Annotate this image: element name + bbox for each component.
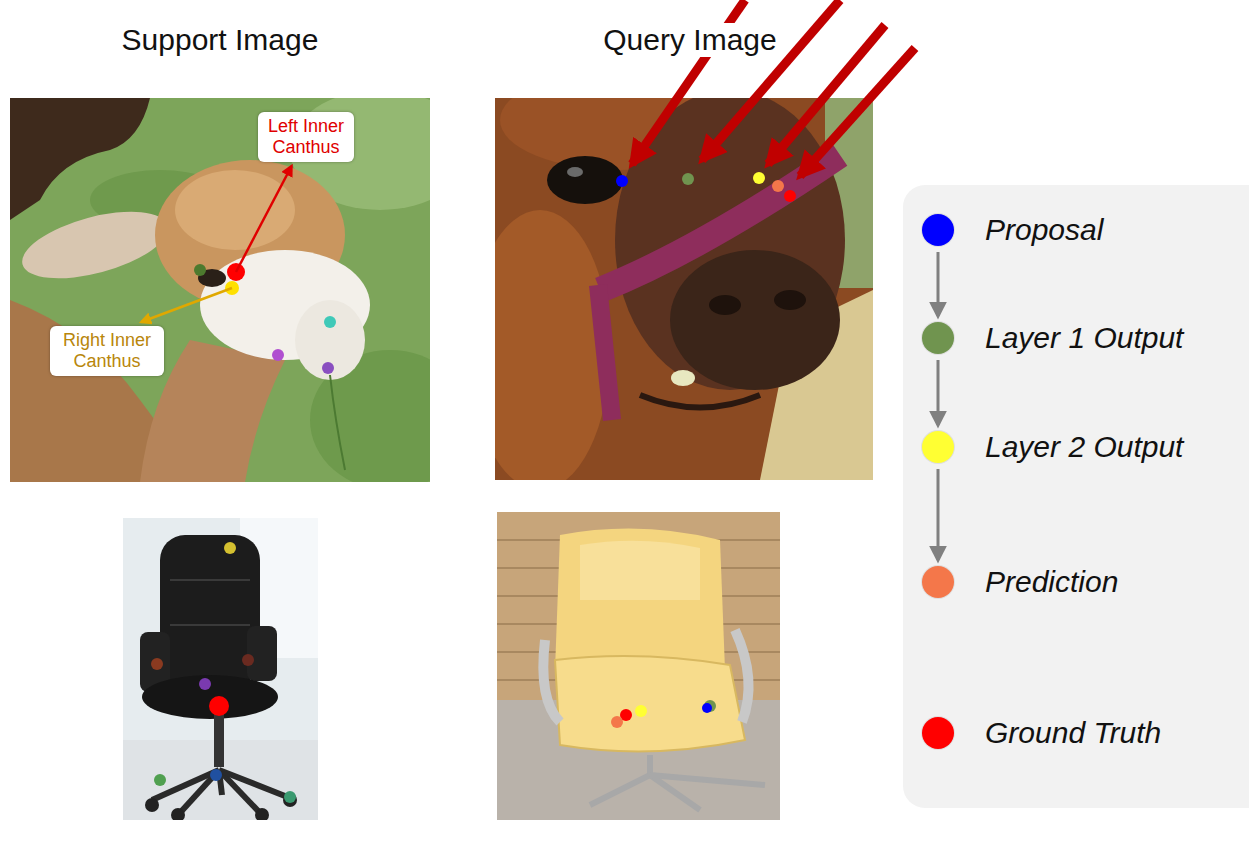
support-alpaca-photo-part (310, 350, 430, 482)
query-chair-photo-part (611, 716, 623, 728)
query-alpaca-photo-part (784, 190, 796, 202)
query-alpaca-photo-part (774, 290, 806, 310)
support-chair-photo-part (152, 770, 290, 815)
leader-lines (141, 166, 291, 322)
support-alpaca-photo-part (15, 199, 174, 292)
keypoint-name: Left Inner Canthus (264, 116, 348, 158)
legend-panel-part (937, 252, 940, 316)
annotation-box: Right Inner Canthus (50, 326, 164, 376)
support-alpaca-photo-part (295, 300, 365, 380)
query-chair-photo-part-part (590, 775, 650, 805)
support-chair-photo-part (255, 808, 269, 820)
query-chair-photo-part (702, 703, 712, 713)
query-alpaca-photo-part (772, 180, 784, 192)
support-alpaca-photo-part (194, 264, 206, 276)
support-chair-photo-part (160, 535, 260, 685)
support-chair-photo-part (199, 678, 211, 690)
support-chair-photo-part (154, 774, 166, 786)
legend-label: Prediction (985, 562, 1118, 602)
query-alpaca-photo-part (709, 295, 741, 315)
query-alpaca-photo-part (616, 175, 628, 187)
legend-label: Layer 2 Output (985, 427, 1183, 467)
panel-heading: Support Image (118, 23, 323, 57)
legend-swatch (922, 322, 954, 354)
query-alpaca-photo-part (682, 173, 694, 185)
support-chair-photo-part (210, 769, 222, 781)
legend-label: Ground Truth (985, 713, 1161, 753)
query-alpaca-photo-part (598, 285, 612, 420)
support-alpaca-photo-part (324, 316, 336, 328)
support-chair-photo-part (151, 658, 163, 670)
support-chair-photo (123, 518, 318, 820)
leader-line (141, 288, 232, 322)
query-alpaca-photo-part (640, 395, 760, 408)
query-chair-photo-part (555, 656, 745, 751)
support-alpaca-photo-part (330, 375, 345, 470)
legend-panel-part (937, 469, 940, 560)
legend-label: Proposal (985, 210, 1103, 250)
support-chair-photo-part (224, 542, 236, 554)
query-alpaca-photo-part (670, 250, 840, 390)
query-chair-photo-part (635, 705, 647, 717)
query-chair-photo-part-part (647, 755, 653, 775)
support-chair-photo-part (171, 808, 185, 820)
query-chair-photo-part (590, 755, 765, 810)
support-chair-photo-part (123, 518, 318, 820)
annotation-box: Left Inner Canthus (258, 112, 354, 162)
legend-panel-part (937, 360, 940, 425)
support-alpaca-photo (10, 98, 430, 482)
query-chair-photo-part (735, 630, 749, 722)
query-chair-photo-part (580, 541, 700, 600)
legend-panel-part (903, 185, 1249, 808)
query-alpaca-photo-part (753, 172, 765, 184)
support-chair-photo-part (142, 675, 278, 719)
support-chair-photo-part-part (219, 770, 290, 798)
legend-swatch (922, 214, 954, 246)
support-alpaca-photo-part (272, 349, 284, 361)
support-chair-photo-part (170, 624, 250, 626)
keypoint-name: Right Inner Canthus (56, 330, 158, 372)
support-chair-photo-part (214, 712, 224, 767)
legend-swatch (922, 431, 954, 463)
support-chair-photo-part (242, 654, 254, 666)
query-alpaca-photo-part (567, 167, 583, 177)
query-chair-photo-part (555, 529, 725, 670)
query-chair-photo-part-part (650, 775, 765, 785)
panel-heading: Query Image (599, 23, 780, 57)
support-chair-photo-part (145, 798, 159, 812)
query-chair-photo (497, 512, 780, 820)
support-chair-photo-part (170, 579, 250, 581)
support-alpaca-photo-part (322, 362, 334, 374)
support-chair-photo-part (209, 696, 229, 716)
legend-label: Layer 1 Output (985, 318, 1183, 358)
support-alpaca-photo-part (10, 98, 150, 220)
support-chair-photo-part (247, 626, 277, 681)
query-alpaca-photo-part (671, 370, 695, 386)
legend-swatch (922, 566, 954, 598)
query-alpaca-photo-part (547, 156, 623, 204)
leader-line (236, 166, 292, 272)
pointer-arrows-part (800, 48, 915, 176)
legend-swatch (922, 717, 954, 749)
query-alpaca-photo-part (495, 210, 610, 480)
legend-panel (903, 185, 1249, 808)
support-alpaca-photo-part (175, 170, 295, 250)
query-chair-photo-part (543, 640, 560, 722)
support-chair-photo-part (284, 791, 296, 803)
